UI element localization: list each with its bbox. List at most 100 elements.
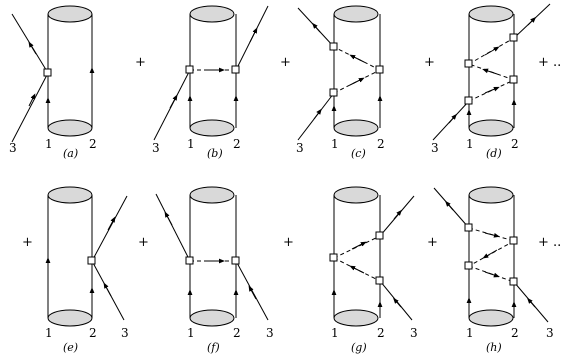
label-1: 1: [466, 137, 474, 151]
exchange-arrow-1: [484, 86, 500, 94]
arrow-3: [169, 94, 178, 109]
label-1: 1: [187, 326, 195, 340]
vertex-3: [509, 236, 518, 245]
label-1: 1: [45, 326, 53, 340]
vertex-1: [185, 65, 194, 74]
upper-blob: [468, 186, 514, 204]
vertex-4: [509, 33, 518, 42]
lower-blob: [333, 119, 379, 137]
vertex-2: [329, 42, 338, 51]
arrow-3-out: [249, 27, 258, 43]
arrow-3: [28, 93, 36, 107]
ellipsis: + ..: [538, 235, 561, 250]
lower-blob: [468, 119, 514, 137]
exchange-line-1: [333, 257, 381, 282]
vertex-3: [509, 75, 518, 84]
label-2: 2: [511, 137, 519, 151]
lower-blob: [189, 119, 235, 137]
label-1: 1: [466, 326, 474, 340]
label-3: 3: [546, 326, 554, 340]
external-line-out: [155, 193, 191, 262]
exchange-arrow-3: [484, 271, 500, 278]
caption: (a): [63, 147, 78, 160]
label-2: 2: [233, 137, 241, 151]
plus-sign: +: [22, 235, 33, 250]
ellipsis: + ..: [538, 55, 561, 70]
plus-sign: +: [138, 235, 149, 250]
arrow-3-out: [312, 22, 321, 33]
upper-blob: [333, 5, 379, 23]
caption: (f): [207, 341, 220, 354]
upper-blob: [333, 186, 379, 204]
arrow-3: [527, 297, 536, 308]
panel-b: 3 1 2 (b): [152, 5, 269, 160]
upper-blob: [47, 5, 93, 23]
vertex-3: [375, 231, 384, 240]
caption: (e): [63, 341, 78, 354]
label-1: 1: [331, 326, 339, 340]
panel-d: 3 1 2 (d): [431, 3, 551, 160]
panel-e: 1 2 3 (e): [45, 186, 129, 354]
exchange-arrow-2: [351, 241, 367, 250]
label-2: 2: [89, 326, 97, 340]
arrow-3-out: [445, 200, 454, 211]
upper-blob: [47, 186, 93, 204]
panel-c: 3 1 2 (c): [296, 5, 385, 160]
exchange-line-1: [333, 69, 381, 94]
external-line-in: [11, 72, 49, 143]
vertex-1: [185, 256, 194, 265]
vertex: [43, 68, 52, 77]
plus-sign: +: [135, 55, 146, 70]
exchange-arrow-2: [482, 68, 498, 75]
caption: (h): [486, 341, 502, 354]
exchange-line-2: [468, 240, 515, 267]
vertex-2: [375, 276, 384, 285]
exchange-arrow-3: [484, 46, 500, 56]
arrow-3-out: [28, 41, 37, 55]
vertex-2: [231, 65, 240, 74]
label-3: 3: [410, 326, 418, 340]
label-2: 2: [377, 137, 385, 151]
label-3: 3: [266, 326, 274, 340]
vertex-3: [375, 65, 384, 74]
exchange-line-2: [333, 235, 381, 259]
caption: (g): [351, 341, 367, 354]
vertex-2: [231, 256, 240, 265]
lower-blob: [47, 309, 93, 327]
plus-sign: +: [424, 55, 435, 70]
label-2: 2: [377, 326, 385, 340]
exchange-arrow-2: [349, 54, 365, 63]
arrow-3: [448, 113, 457, 124]
external-line-in: [235, 260, 269, 321]
arrow-3: [248, 285, 257, 300]
upper-blob: [189, 186, 235, 204]
arrow-3: [103, 282, 112, 297]
label-3: 3: [152, 141, 160, 155]
panel-g: 1 2 3 (g): [329, 186, 418, 354]
panel-a: 3 1 2 (a): [9, 5, 97, 160]
external-line-out: [91, 195, 128, 262]
arrow-3: [313, 108, 322, 120]
exchange-arrow-2: [482, 249, 498, 259]
label-3: 3: [431, 141, 439, 155]
exchange-line-2: [333, 46, 381, 71]
label-3: 3: [296, 141, 304, 155]
label-2: 2: [89, 137, 97, 151]
arrow-3-out: [527, 16, 537, 26]
label-1: 1: [331, 137, 339, 151]
arrow-3-out: [164, 211, 173, 226]
plus-sign: +: [283, 235, 294, 250]
label-2: 2: [233, 326, 241, 340]
vertex-1: [464, 96, 473, 105]
arrow-3: [393, 297, 402, 308]
lower-blob: [468, 309, 514, 327]
plus-sign: +: [427, 235, 438, 250]
label-2: 2: [511, 326, 519, 340]
lower-blob: [47, 119, 93, 137]
lower-blob: [333, 309, 379, 327]
arrow-3-out: [393, 209, 402, 220]
vertex-1: [329, 253, 338, 262]
caption: (b): [207, 147, 223, 160]
vertex-4: [509, 277, 518, 286]
vertex-2: [464, 59, 473, 68]
